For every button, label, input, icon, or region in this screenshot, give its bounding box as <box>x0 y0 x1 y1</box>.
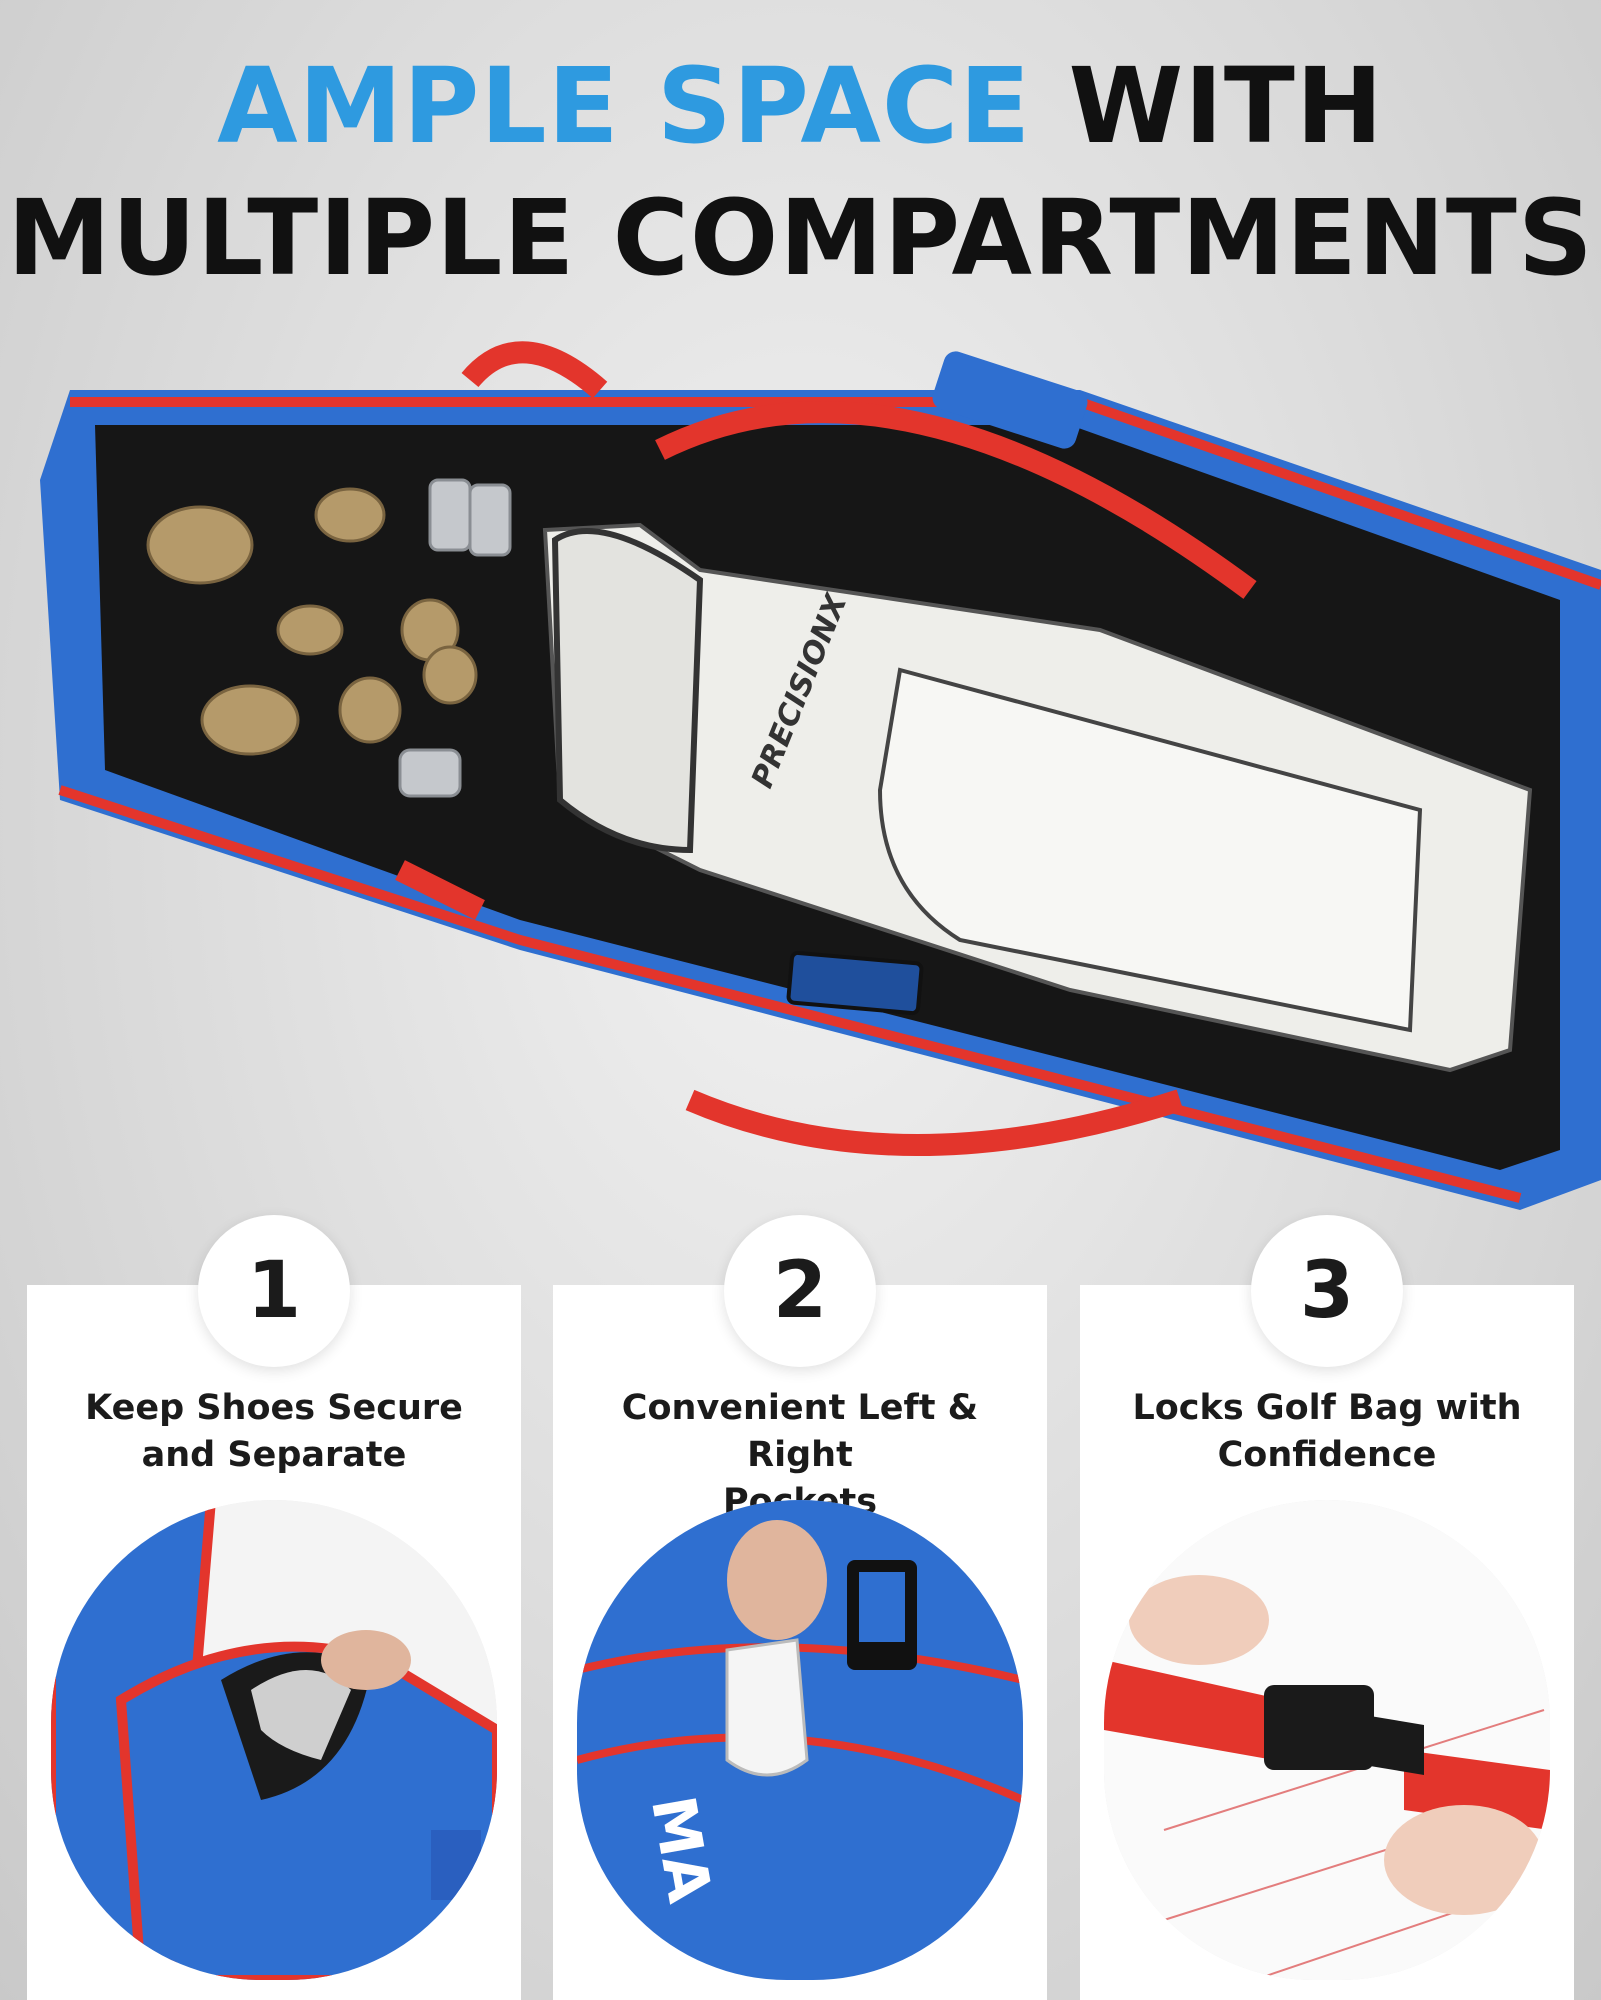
headline-line-1-rest: WITH <box>1068 45 1384 167</box>
headline-line-2: MULTIPLE COMPARTMENTS <box>7 177 1594 299</box>
feature-number: 2 <box>772 1246 828 1336</box>
bottom-handle <box>685 1089 1184 1156</box>
golf-club-heads <box>146 487 478 756</box>
luggage-tag-window <box>786 950 924 1016</box>
feature-photo-shoe-pocket <box>51 1500 497 1980</box>
headline-line-1: AMPLE SPACE WITH <box>0 40 1601 172</box>
feature-number: 3 <box>1299 1246 1355 1336</box>
feature-caption-line-1: Keep Shoes Secure <box>85 1388 463 1428</box>
top-handle-left <box>461 341 608 399</box>
bag-red-trim-bottom <box>58 785 1522 1203</box>
feature-card-2: 2 Convenient Left & Right Pockets MA <box>553 1215 1047 2000</box>
feature-caption-line-2: Confidence <box>1217 1435 1437 1475</box>
feature-photo-buckle-strap <box>1104 1500 1550 1980</box>
golf-club-irons <box>398 478 512 798</box>
headline-accent: AMPLE SPACE <box>217 45 1032 167</box>
side-handle <box>395 860 485 920</box>
hero-bag-image: PRECISIONX <box>0 330 1601 1230</box>
feature-photo-side-pockets: MA <box>577 1500 1023 1980</box>
feature-number-badge: 1 <box>198 1215 350 1367</box>
handle-pad <box>932 351 1088 449</box>
feature-card-3: 3 Locks Golf Bag with Confidence <box>1080 1215 1574 2000</box>
feature-number-badge: 3 <box>1251 1215 1403 1367</box>
travel-bag-illustration: PRECISIONX <box>40 341 1601 1210</box>
feature-card-1: 1 Keep Shoes Secure and Separate <box>27 1215 521 2000</box>
feature-caption-line-2: and Separate <box>141 1435 407 1475</box>
side-pocket-illustration: MA <box>577 1500 1023 1980</box>
page-headline: AMPLE SPACE WITH MULTIPLE COMPARTMENTS <box>0 40 1601 304</box>
top-handle-right <box>655 401 1257 599</box>
shoe-pocket-illustration <box>51 1500 497 1980</box>
feature-number: 1 <box>246 1246 302 1336</box>
white-golf-bag-pocket <box>877 667 1423 1033</box>
feature-caption-line-1: Convenient Left & Right <box>621 1388 979 1475</box>
feature-caption: Locks Golf Bag with Confidence <box>1100 1385 1554 1479</box>
feature-caption: Keep Shoes Secure and Separate <box>47 1385 501 1479</box>
feature-caption-line-1: Locks Golf Bag with <box>1132 1388 1522 1428</box>
feature-number-badge: 2 <box>724 1215 876 1367</box>
golf-bag-collar <box>551 528 704 854</box>
buckle-strap-illustration <box>1104 1500 1550 1980</box>
